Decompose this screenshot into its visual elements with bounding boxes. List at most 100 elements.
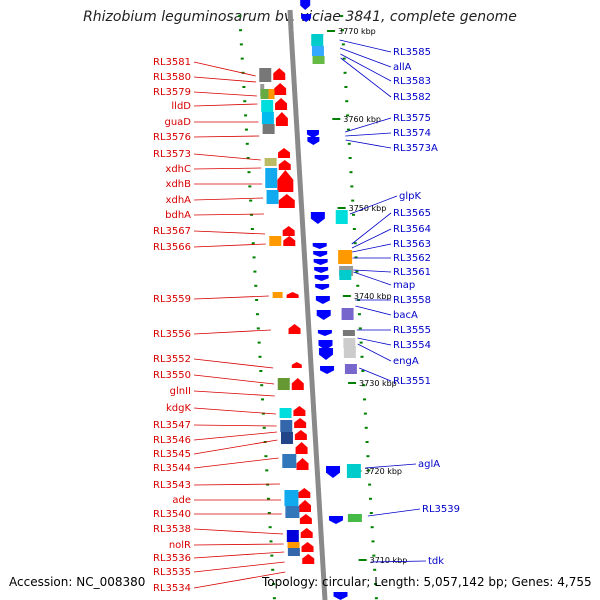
forward-gene-arrow[interactable] xyxy=(282,226,295,236)
gene-feature-block[interactable] xyxy=(269,236,282,246)
gene-label-RL3558[interactable]: RL3558 xyxy=(393,295,431,306)
reverse-gene-arrow[interactable] xyxy=(318,340,333,350)
gene-label-xdhB[interactable]: xdhB xyxy=(166,179,192,190)
reverse-gene-arrow[interactable] xyxy=(307,137,320,145)
gene-label-aglA[interactable]: aglA xyxy=(418,459,440,470)
gene-feature-block[interactable] xyxy=(287,548,300,556)
gene-feature-block[interactable] xyxy=(343,338,356,348)
gene-label-bdhA[interactable]: bdhA xyxy=(165,210,191,221)
gene-label-RL3534[interactable]: RL3534 xyxy=(153,583,191,594)
forward-gene-arrow[interactable] xyxy=(291,362,302,368)
gene-label-RL3546[interactable]: RL3546 xyxy=(153,435,191,446)
gene-label-RL3552[interactable]: RL3552 xyxy=(153,354,191,365)
gene-label-guaD[interactable]: guaD xyxy=(164,117,191,128)
gene-label-RL3566[interactable]: RL3566 xyxy=(153,242,191,253)
gene-feature-block[interactable] xyxy=(284,490,299,506)
forward-gene-arrow[interactable] xyxy=(278,160,291,170)
gene-label-RL3543[interactable]: RL3543 xyxy=(153,480,191,491)
gene-label-RL3573A[interactable]: RL3573A xyxy=(393,143,438,154)
gene-feature-block[interactable] xyxy=(261,112,274,124)
gene-feature-block[interactable] xyxy=(277,378,290,390)
gene-label-map[interactable]: map xyxy=(393,280,415,291)
gene-feature-block[interactable] xyxy=(259,68,272,82)
gene-label-RL3556[interactable]: RL3556 xyxy=(153,329,191,340)
forward-gene-arrow[interactable] xyxy=(299,500,312,512)
reverse-gene-arrow[interactable] xyxy=(313,251,328,257)
gene-feature-block[interactable] xyxy=(272,292,283,298)
gene-label-RL3564[interactable]: RL3564 xyxy=(393,224,431,235)
gene-label-RL3563[interactable]: RL3563 xyxy=(393,239,431,250)
forward-gene-arrow[interactable] xyxy=(295,442,308,454)
reverse-gene-arrow[interactable] xyxy=(310,212,325,224)
forward-gene-arrow[interactable] xyxy=(294,430,307,440)
forward-gene-arrow[interactable] xyxy=(298,488,311,498)
gene-feature-block[interactable] xyxy=(265,168,278,188)
gene-label-RL3539[interactable]: RL3539 xyxy=(422,504,460,515)
forward-gene-arrow[interactable] xyxy=(278,194,295,208)
gene-feature-block[interactable] xyxy=(262,124,275,134)
forward-gene-arrow[interactable] xyxy=(283,236,296,246)
gene-feature-block[interactable] xyxy=(347,514,362,522)
gene-feature-block[interactable] xyxy=(346,464,361,478)
reverse-gene-arrow[interactable] xyxy=(313,259,328,265)
gene-feature-block[interactable] xyxy=(282,454,297,468)
gene-label-engA[interactable]: engA xyxy=(393,356,419,367)
forward-gene-arrow[interactable] xyxy=(277,170,294,192)
gene-label-RL3551[interactable]: RL3551 xyxy=(393,376,431,387)
forward-gene-arrow[interactable] xyxy=(296,458,309,470)
reverse-gene-arrow[interactable] xyxy=(333,592,348,600)
gene-label-nolR[interactable]: nolR xyxy=(169,540,191,551)
gene-label-RL3575[interactable]: RL3575 xyxy=(393,113,431,124)
gene-feature-block[interactable] xyxy=(343,346,356,358)
gene-feature-block[interactable] xyxy=(264,158,277,166)
reverse-gene-arrow[interactable] xyxy=(312,243,327,249)
gene-label-RL3547[interactable]: RL3547 xyxy=(153,420,191,431)
reverse-gene-arrow[interactable] xyxy=(315,296,330,304)
gene-label-lldD[interactable]: lldD xyxy=(171,101,191,112)
reverse-gene-arrow[interactable] xyxy=(328,516,343,524)
gene-label-RL3582[interactable]: RL3582 xyxy=(393,92,431,103)
gene-label-RL3573[interactable]: RL3573 xyxy=(153,149,191,160)
forward-gene-arrow[interactable] xyxy=(273,68,286,80)
reverse-gene-arrow[interactable] xyxy=(301,14,312,22)
gene-feature-block[interactable] xyxy=(280,432,293,444)
forward-gene-arrow[interactable] xyxy=(275,98,288,110)
forward-gene-arrow[interactable] xyxy=(294,418,307,428)
gene-label-glpK[interactable]: glpK xyxy=(399,191,421,202)
gene-label-RL3554[interactable]: RL3554 xyxy=(393,340,431,351)
forward-gene-arrow[interactable] xyxy=(293,406,306,416)
forward-gene-arrow[interactable] xyxy=(291,378,304,390)
gene-label-RL3535[interactable]: RL3535 xyxy=(153,567,191,578)
gene-label-RL3555[interactable]: RL3555 xyxy=(393,325,431,336)
forward-gene-arrow[interactable] xyxy=(300,528,313,538)
gene-feature-block[interactable] xyxy=(339,270,352,280)
gene-feature-block[interactable] xyxy=(268,89,275,99)
gene-label-RL3538[interactable]: RL3538 xyxy=(153,524,191,535)
gene-label-RL3540[interactable]: RL3540 xyxy=(153,509,191,520)
gene-label-RL3559[interactable]: RL3559 xyxy=(153,294,191,305)
reverse-gene-arrow[interactable] xyxy=(318,348,333,360)
forward-gene-arrow[interactable] xyxy=(275,112,288,126)
gene-feature-block[interactable] xyxy=(338,250,353,264)
gene-feature-block[interactable] xyxy=(341,308,354,320)
gene-feature-block[interactable] xyxy=(285,506,300,518)
gene-label-RL3583[interactable]: RL3583 xyxy=(393,76,431,87)
gene-label-RL3580[interactable]: RL3580 xyxy=(153,72,191,83)
forward-gene-arrow[interactable] xyxy=(302,554,315,564)
forward-gene-arrow[interactable] xyxy=(299,514,312,524)
gene-feature-block[interactable] xyxy=(280,420,293,432)
forward-gene-arrow[interactable] xyxy=(301,542,314,552)
gene-feature-block[interactable] xyxy=(279,408,292,418)
reverse-gene-arrow[interactable] xyxy=(306,130,319,138)
gene-feature-block[interactable] xyxy=(261,100,274,112)
gene-label-glnII[interactable]: glnII xyxy=(170,386,191,397)
gene-label-tdk[interactable]: tdk xyxy=(428,556,444,567)
gene-label-ade[interactable]: ade xyxy=(172,495,191,506)
gene-label-RL3562[interactable]: RL3562 xyxy=(393,253,431,264)
gene-feature-block[interactable] xyxy=(260,89,269,99)
gene-label-RL3545[interactable]: RL3545 xyxy=(153,449,191,460)
gene-feature-block[interactable] xyxy=(311,46,324,56)
gene-label-RL3565[interactable]: RL3565 xyxy=(393,208,431,219)
gene-label-RL3536[interactable]: RL3536 xyxy=(153,553,191,564)
gene-label-RL3550[interactable]: RL3550 xyxy=(153,370,191,381)
